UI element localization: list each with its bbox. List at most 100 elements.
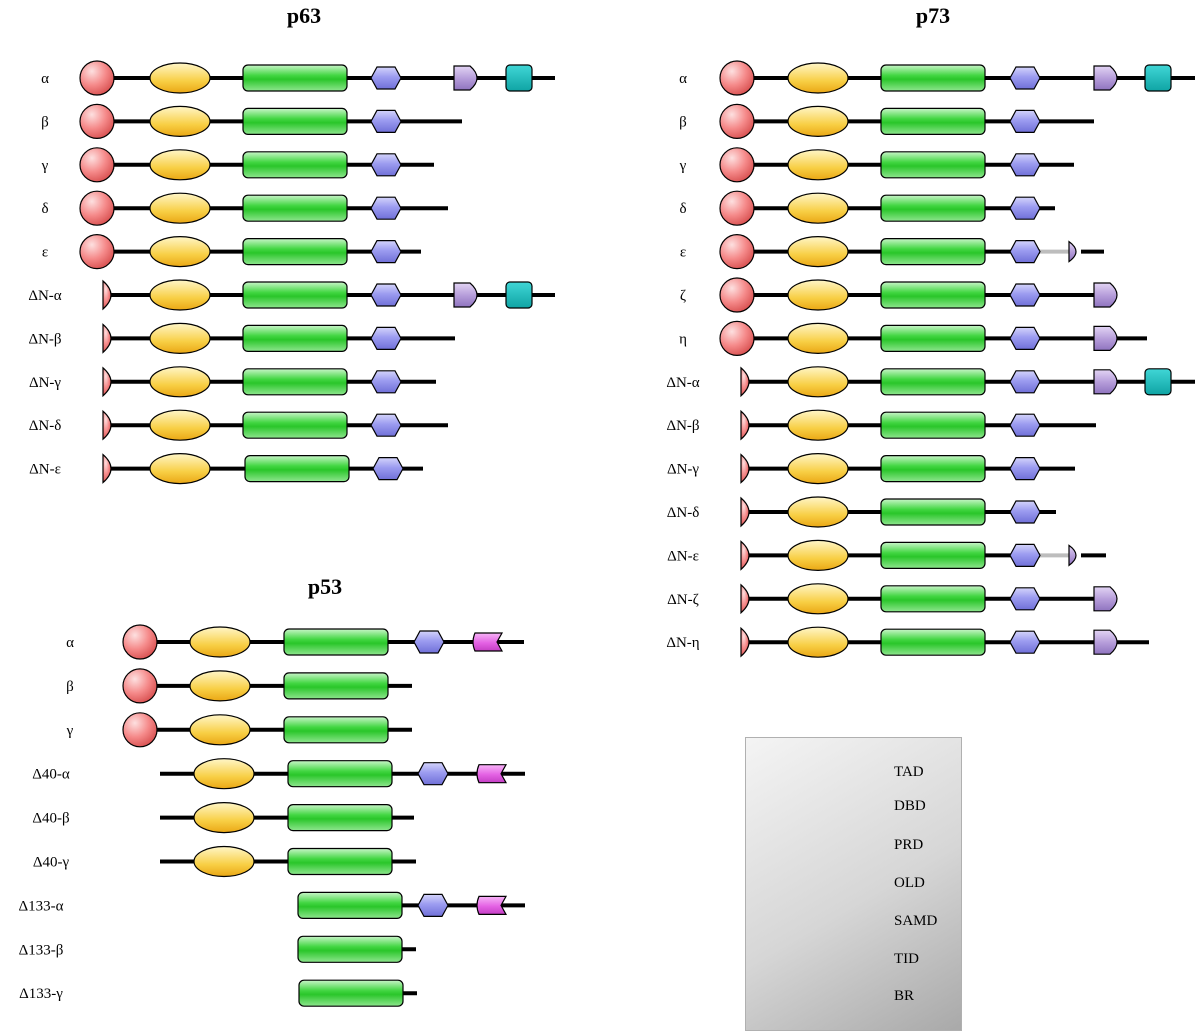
prd-domain	[149, 62, 211, 94]
isoform-row: ε	[42, 234, 421, 270]
prd-domain	[787, 322, 849, 354]
tid-domain	[505, 281, 533, 309]
isoform-row: β	[41, 103, 462, 140]
prd-domain	[193, 801, 255, 834]
dbd-domain	[242, 238, 348, 266]
old-domain	[1009, 196, 1041, 220]
prd-domain	[787, 62, 849, 94]
isoform-row: ΔN-β	[28, 322, 455, 354]
dbd-domain	[242, 281, 348, 309]
isoform-label: γ	[66, 723, 74, 739]
isoform-row: α	[41, 60, 555, 96]
samd-domain	[1093, 65, 1118, 91]
isoform-row: ΔN-β	[666, 409, 1096, 441]
samd-domain	[1093, 282, 1118, 308]
isoform-label: ΔN-δ	[29, 418, 62, 434]
tad-partial-domain	[740, 366, 750, 398]
dbd-domain	[242, 194, 348, 222]
isoform-row: ΔN-ε	[29, 453, 423, 485]
isoform-label: ε	[680, 245, 686, 261]
dbd-domain	[242, 64, 348, 92]
prd-domain	[149, 149, 211, 181]
isoform-row: Δ40-γ	[33, 845, 416, 878]
old-domain	[1009, 240, 1041, 264]
panels-layer: p63αβγδεΔN-αΔN-βΔN-γΔN-δΔN-εp73αβγδεζηΔN…	[19, 3, 1195, 1007]
tid-domain	[505, 64, 533, 92]
isoform-label: δ	[679, 201, 686, 217]
isoform-row: Δ40-α	[32, 758, 525, 790]
dbd-domain	[287, 803, 393, 832]
old-domain	[370, 326, 402, 350]
old-domain	[1009, 630, 1041, 654]
prd-domain	[149, 279, 211, 311]
dbd-domain	[242, 107, 348, 136]
tad-domain	[122, 624, 158, 660]
old-domain	[413, 630, 445, 654]
old-domain	[370, 109, 402, 133]
tad-domain	[122, 712, 158, 748]
dbd-domain	[283, 628, 389, 656]
tad-domain	[719, 277, 755, 313]
dbd-domain	[880, 585, 986, 613]
old-domain	[1009, 326, 1041, 350]
isoform-label: δ	[41, 201, 48, 217]
isoform-label: ΔN-α	[28, 288, 61, 304]
dbd-domain	[297, 935, 403, 963]
panel-title: p63	[287, 3, 321, 28]
prd-domain	[149, 236, 211, 268]
tad-domain	[79, 147, 115, 183]
isoform-label: α	[41, 71, 49, 87]
isoform-label: ΔN-δ	[667, 505, 700, 521]
prd-domain	[193, 845, 255, 878]
tad-domain	[79, 234, 115, 270]
isoform-row: δ	[679, 190, 1055, 226]
prd-domain	[149, 192, 211, 224]
dbd-domain	[242, 368, 348, 396]
samd-partial-domain	[1068, 544, 1077, 567]
old-domain	[1009, 109, 1041, 133]
isoform-row: Δ40-β	[32, 801, 414, 834]
isoform-row: α	[66, 624, 524, 660]
tad-domain	[719, 147, 755, 183]
prd-domain	[787, 539, 849, 572]
old-domain	[417, 762, 449, 786]
tad-domain	[122, 668, 158, 704]
dbd-domain	[880, 411, 986, 439]
old-domain	[1009, 587, 1041, 611]
isoform-row: ε	[680, 234, 1104, 270]
isoform-label: β	[66, 679, 74, 695]
prd-domain	[787, 496, 849, 528]
tad-partial-domain	[102, 366, 112, 398]
tad-partial-domain	[102, 453, 112, 484]
isoform-label: Δ133-α	[19, 898, 64, 914]
isoform-row: β	[66, 668, 412, 704]
old-domain	[1009, 66, 1041, 90]
tad-partial-domain	[102, 409, 112, 441]
isoform-label: ΔN-η	[666, 635, 699, 651]
panel-title: p73	[916, 3, 950, 28]
prd-domain	[787, 409, 849, 441]
isoform-row: ΔN-η	[666, 626, 1149, 658]
dbd-domain	[298, 979, 404, 1007]
old-domain	[372, 457, 404, 481]
br-domain	[476, 764, 508, 784]
tad-partial-domain	[740, 540, 750, 571]
samd-domain	[1093, 586, 1118, 612]
old-domain	[370, 66, 402, 90]
isoform-row: Δ133-β	[19, 935, 416, 963]
dbd-domain	[880, 455, 986, 483]
prd-domain	[189, 714, 251, 746]
tad-partial-domain	[740, 453, 750, 484]
isoform-row: ΔN-γ	[29, 366, 436, 398]
isoform-label: γ	[679, 158, 687, 174]
tad-domain	[719, 234, 755, 270]
old-domain	[370, 240, 402, 264]
prd-domain	[787, 149, 849, 181]
prd-domain	[193, 758, 255, 790]
tid-domain	[1144, 368, 1172, 396]
isoform-row: β	[679, 103, 1094, 140]
samd-domain	[453, 65, 478, 91]
old-domain	[1009, 500, 1041, 524]
